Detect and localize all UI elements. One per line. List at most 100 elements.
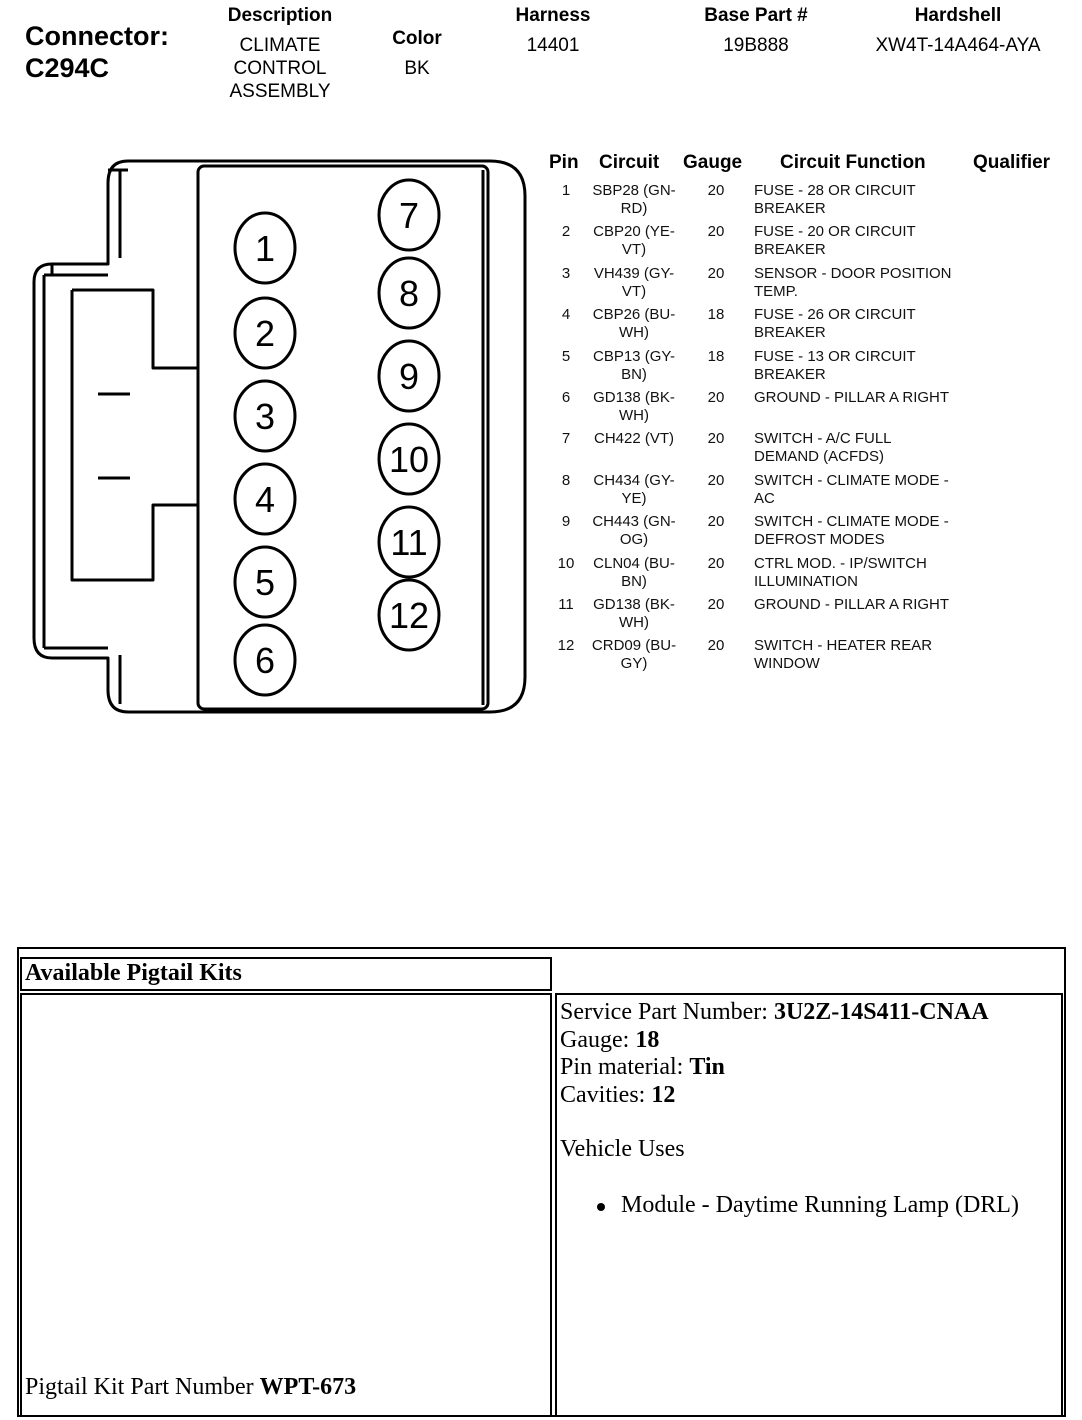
circuit-function-line: SWITCH - CLIMATE MODE -	[754, 513, 949, 531]
bullet-icon	[597, 1203, 605, 1211]
pin-cavity: 12	[377, 578, 441, 652]
connector-label: Connector:	[25, 21, 169, 51]
circuit-function-line: WINDOW	[754, 655, 820, 673]
circuit-code: GD138 (BK-WH)	[584, 389, 684, 425]
header-circuit: Circuit	[599, 152, 660, 173]
harness-value: 14401	[526, 35, 580, 56]
pin-number: 8	[561, 471, 571, 489]
header-gauge: Gauge	[683, 152, 743, 173]
hardshell-value: XW4T-14A464-AYA	[875, 35, 1041, 56]
circuit-code: CBP13 (GY-BN)	[584, 348, 684, 384]
circuit-function-line: TEMP.	[754, 282, 798, 300]
header-circuit-function: Circuit Function	[780, 152, 926, 173]
circuit-code-line: SBP28 (GN-	[592, 182, 676, 199]
circuit-function-line: CTRL MOD. - IP/SWITCH	[754, 554, 927, 572]
circuit-code: CH422 (VT)	[584, 430, 684, 448]
wire-gauge: 20	[707, 223, 725, 241]
circuit-code-line: CH422 (VT)	[593, 430, 675, 448]
pin-number: 9	[561, 513, 571, 531]
description-value: CLIMATE CONTROL ASSEMBLY	[205, 34, 355, 103]
circuit-code: CH443 (GN-OG)	[584, 513, 684, 549]
description-line: CLIMATE	[239, 35, 321, 56]
pin-circle	[233, 462, 297, 536]
circuit-function-line: BREAKER	[754, 324, 826, 342]
pin-label: 10	[389, 439, 429, 480]
circuit-function-line: SWITCH - CLIMATE MODE -	[754, 471, 949, 489]
pin-circle	[377, 339, 441, 413]
circuit-function-line: FUSE - 20 OR CIRCUIT	[754, 223, 916, 241]
circuit-code-line: BN)	[621, 572, 647, 590]
connector-id: C294C	[25, 53, 110, 83]
wire-gauge: 20	[707, 513, 725, 531]
pigtail-kit-part-label: Pigtail Kit Part Number	[25, 1374, 260, 1400]
pin-label: 9	[399, 356, 419, 397]
circuit-code: SBP28 (GN-RD)	[584, 182, 684, 218]
circuit-function-line: GROUND - PILLAR A RIGHT	[754, 596, 950, 613]
service-part-value: 3U2Z-14S411-CNAA	[773, 999, 989, 1025]
wire-gauge: 20	[707, 637, 725, 655]
circuit-code-line: CLN04 (BU-	[593, 554, 675, 572]
wire-gauge: 20	[707, 264, 725, 282]
pin-number: 2	[561, 223, 571, 241]
circuit-function-line: DEFROST MODES	[754, 531, 885, 549]
pin-cavity: 4	[233, 462, 297, 536]
pin-cavity: 10	[377, 422, 441, 496]
vehicle-uses-label: Vehicle Uses	[560, 1136, 685, 1162]
pin-number: 4	[561, 306, 571, 324]
circuit-function-line: BREAKER	[754, 200, 826, 217]
circuit-function: GROUND - PILLAR A RIGHT	[754, 389, 972, 407]
pin-label: 5	[255, 562, 275, 603]
wire-gauge: 18	[707, 347, 725, 365]
circuit-function-line: FUSE - 28 OR CIRCUIT	[754, 182, 916, 199]
service-part-label: Service Part Number:	[560, 999, 774, 1025]
color-value: BK	[404, 58, 430, 79]
color-label: Color	[392, 28, 442, 49]
pigtail-kit-part-line: Pigtail Kit Part Number WPT-673	[25, 1374, 356, 1401]
pin-label: 3	[255, 396, 275, 437]
pigtail-image-cell	[20, 993, 552, 1417]
base-part-value: 19B888	[723, 35, 789, 56]
circuit-code-line: OG)	[619, 531, 649, 549]
circuit-function-line: SWITCH - HEATER REAR	[754, 637, 933, 655]
pin-label: 7	[399, 195, 419, 236]
circuit-code-line: CBP20 (YE-	[593, 223, 675, 241]
pigtail-kit-part-value: WPT-673	[259, 1374, 357, 1400]
gauge-line: Gauge: 18	[560, 1026, 659, 1054]
circuit-function-line: ILLUMINATION	[754, 572, 858, 590]
pin-label: 1	[255, 228, 275, 269]
circuit-code: CH434 (GY-YE)	[584, 472, 684, 508]
pin-circle	[377, 578, 441, 652]
pin-circle	[233, 623, 297, 697]
pin-circle	[377, 178, 441, 252]
wire-gauge: 20	[707, 430, 725, 448]
wire-gauge: 20	[707, 554, 725, 572]
locking-tab-lower	[70, 290, 198, 582]
wire-gauge: 20	[707, 182, 725, 199]
circuit-code: CLN04 (BU-BN)	[584, 555, 684, 591]
circuit-function: SWITCH - CLIMATE MODE -AC	[754, 472, 972, 508]
pin-circle	[233, 296, 297, 370]
circuit-code-line: GY)	[620, 655, 648, 673]
connector-title: Connector: C294C	[25, 20, 169, 84]
pin-number: 10	[557, 554, 575, 572]
pigtail-kits-header-cell	[20, 957, 552, 991]
circuit-function-line: GROUND - PILLAR A RIGHT	[754, 389, 950, 406]
circuit-code-line: WH)	[619, 324, 649, 342]
circuit-function-line: DEMAND (ACFDS)	[754, 448, 884, 466]
circuit-function: GROUND - PILLAR A RIGHT	[754, 596, 972, 614]
base-part-label: Base Part #	[704, 5, 808, 26]
circuit-code-line: CRD09 (BU-	[591, 637, 677, 655]
